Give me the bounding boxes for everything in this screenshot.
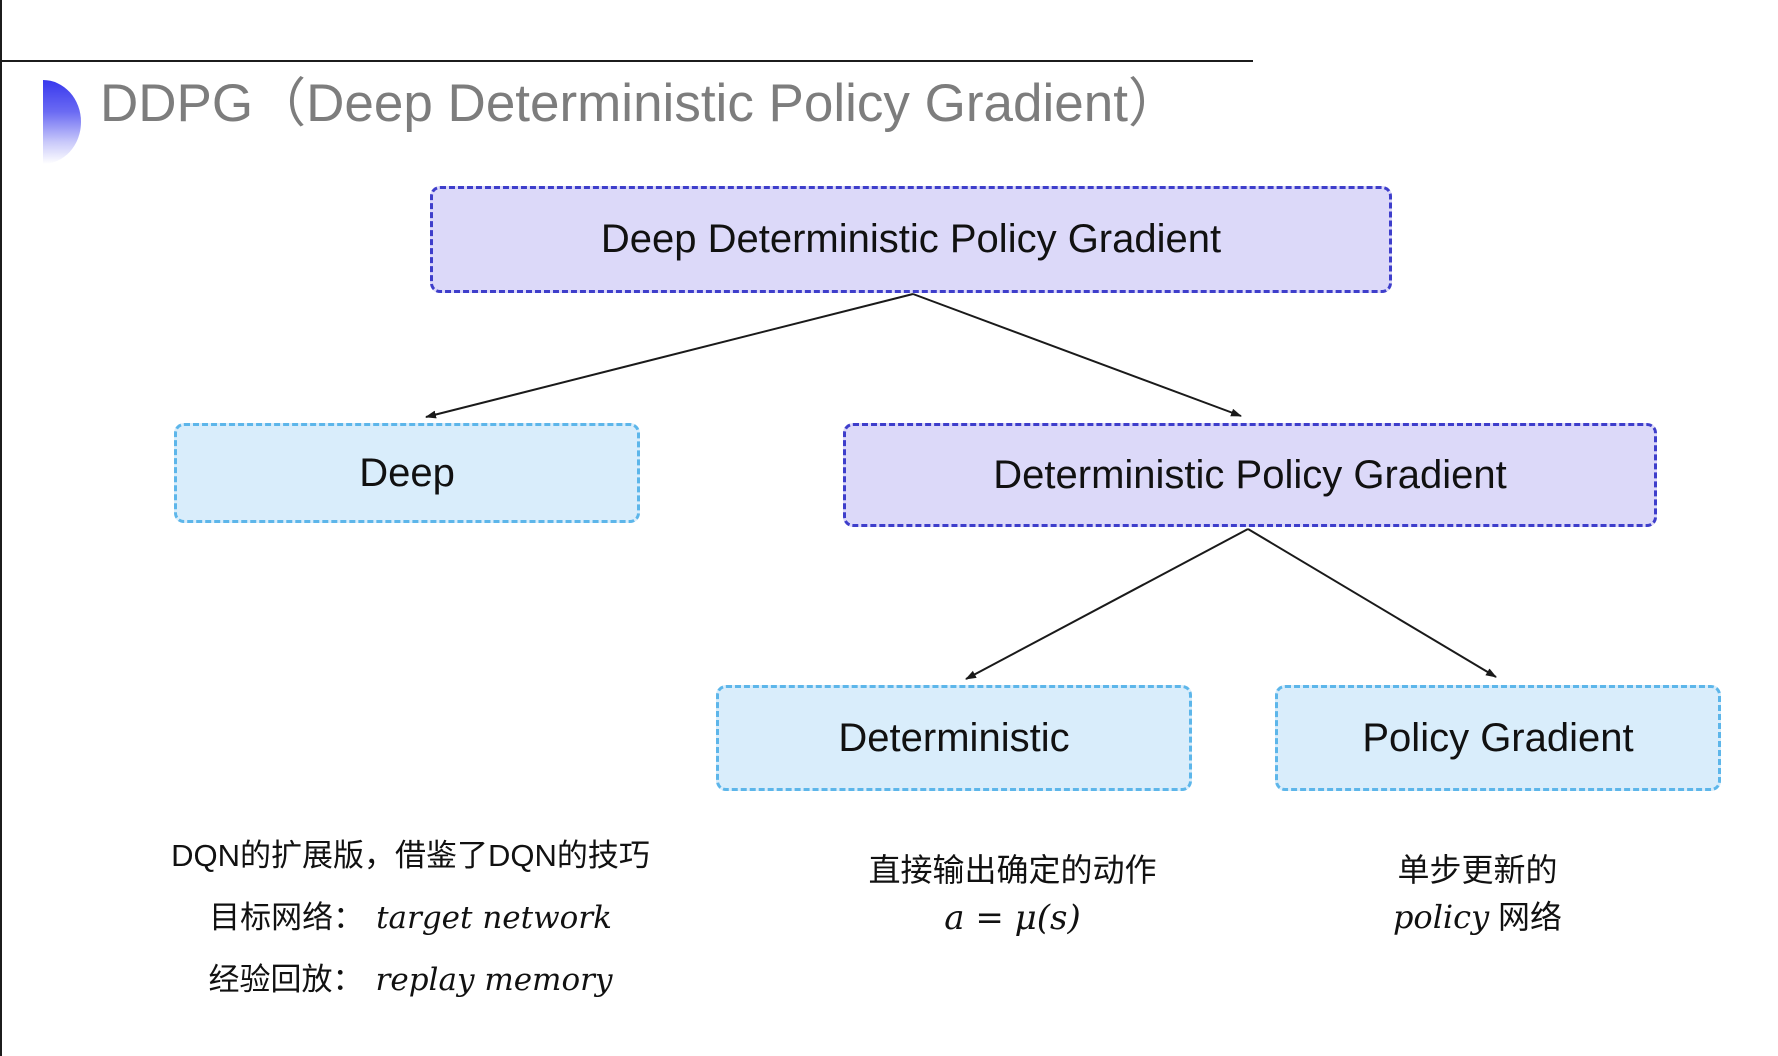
note-deterministic-line1: 直接输出确定的动作 — [868, 852, 1157, 888]
note-deep-line2-label: 目标网络： — [209, 899, 365, 935]
note-deep-line3-label: 经验回放： — [208, 962, 364, 998]
node-label: Deterministic — [838, 715, 1070, 760]
window-edge-top — [0, 60, 1253, 62]
node-label: Policy Gradient — [1362, 715, 1634, 760]
note-deep: DQN的扩展版，借鉴了DQN的技巧 目标网络： target network 经验… — [118, 838, 703, 999]
note-policy-line2-suffix: 网络 — [1489, 898, 1563, 935]
note-deep-line2-value: target network — [376, 899, 612, 936]
note-policy-line2: policy 网络 — [1392, 897, 1563, 936]
node-deterministic-policy-gradient: Deterministic Policy Gradient — [843, 423, 1657, 527]
note-deterministic: 直接输出确定的动作 a = μ(s) — [820, 852, 1205, 938]
note-deep-line3: 经验回放： replay memory — [209, 962, 613, 999]
arrow-dpg-to-deterministic — [965, 528, 1249, 680]
page-title: DDPG（Deep Deterministic Policy Gradient） — [100, 74, 1181, 133]
arrow-root-to-deep — [425, 293, 914, 419]
arrow-root-to-dpg — [912, 293, 1242, 417]
note-deep-line2: 目标网络： target network — [209, 900, 612, 937]
note-deep-line3-value: replay memory — [375, 962, 613, 999]
note-policy-line1: 单步更新的 — [1397, 852, 1558, 888]
node-deep: Deep — [174, 423, 640, 523]
window-edge-left — [0, 0, 2, 1056]
note-policy-line2-italic: policy — [1392, 897, 1490, 936]
node-policy-gradient: Policy Gradient — [1275, 685, 1721, 791]
arrow-dpg-to-policy-gradient — [1247, 528, 1497, 678]
note-policy-gradient: 单步更新的 policy 网络 — [1330, 852, 1625, 936]
formula-text: a = μ(s) — [944, 897, 1081, 938]
title-bullet-icon — [43, 80, 81, 164]
node-deterministic: Deterministic — [716, 685, 1192, 791]
node-label: Deep — [359, 450, 455, 495]
node-label: Deterministic Policy Gradient — [993, 452, 1507, 497]
node-label: Deep Deterministic Policy Gradient — [600, 217, 1222, 261]
note-deep-line1: DQN的扩展版，借鉴了DQN的技巧 — [171, 838, 650, 873]
node-deep-deterministic-policy-gradient: Deep Deterministic Policy Gradient — [430, 186, 1392, 293]
note-deterministic-formula: a = μ(s) — [944, 897, 1081, 938]
